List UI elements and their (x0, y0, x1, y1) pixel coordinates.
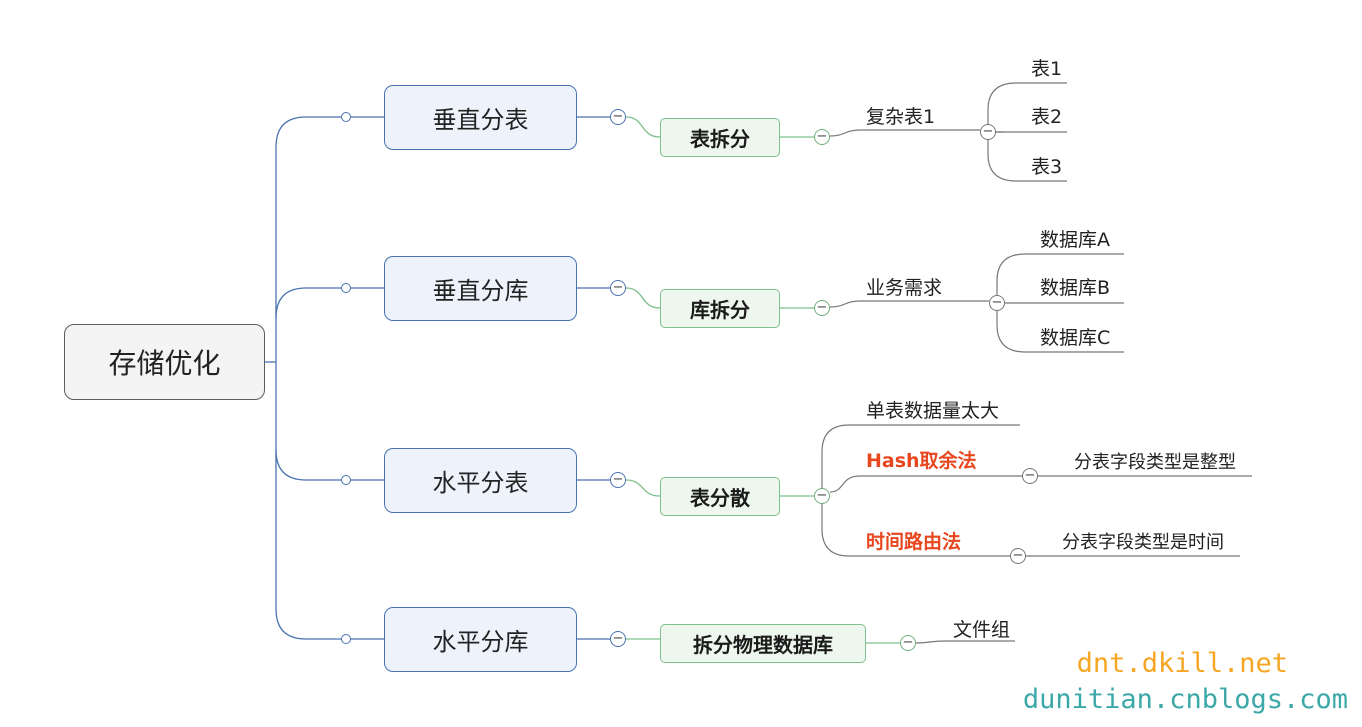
branch-label: 垂直分库 (432, 277, 529, 305)
watermark-line-2: dunitian.cnblogs.com (1022, 684, 1348, 715)
method-label: 库拆分 (690, 298, 750, 322)
method-label: 拆分物理数据库 (693, 633, 833, 657)
collapse-minus-icon[interactable]: − (814, 488, 830, 504)
method-node-table-split[interactable]: 表拆分 (660, 118, 780, 157)
branch-label: 水平分表 (432, 469, 529, 497)
junction-dot-icon (341, 475, 351, 485)
approach-hash-label[interactable]: Hash取余法 (866, 450, 977, 472)
leaf-table-1[interactable]: 表1 (1031, 58, 1063, 80)
collapse-minus-icon[interactable]: − (610, 280, 626, 296)
method-node-db-split[interactable]: 库拆分 (660, 289, 780, 328)
reason-label[interactable]: 单表数据量太大 (866, 400, 1000, 422)
leaf-table-2[interactable]: 表2 (1031, 106, 1063, 128)
method-label: 表拆分 (690, 127, 750, 151)
branch-label: 水平分库 (432, 628, 529, 656)
collapse-minus-icon[interactable]: − (814, 300, 830, 316)
branch-label: 垂直分表 (432, 106, 529, 134)
connector-root-branch-2 (275, 287, 346, 319)
watermark-line-1: dnt.dkill.net (1076, 648, 1288, 679)
method-node-physical-db-split[interactable]: 拆分物理数据库 (660, 624, 866, 663)
branch-horizontal-table-split[interactable]: 水平分表 (384, 448, 577, 513)
root-node[interactable]: 存储优化 (64, 324, 265, 400)
collapse-minus-icon[interactable]: − (989, 295, 1005, 311)
branch-horizontal-db-split[interactable]: 水平分库 (384, 607, 577, 672)
junction-dot-icon (341, 634, 351, 644)
connector-root-vertical-branches (275, 116, 346, 640)
note-time-field[interactable]: 分表字段类型是时间 (1062, 532, 1224, 553)
collapse-minus-icon[interactable]: − (1022, 468, 1038, 484)
branch-vertical-table-split[interactable]: 垂直分表 (384, 85, 577, 150)
leaf-table-3[interactable]: 表3 (1031, 156, 1063, 178)
collapse-minus-icon[interactable]: − (610, 472, 626, 488)
branch-vertical-db-split[interactable]: 垂直分库 (384, 256, 577, 321)
note-integer-field[interactable]: 分表字段类型是整型 (1074, 452, 1236, 473)
collapse-minus-icon[interactable]: − (900, 635, 916, 651)
root-label: 存储优化 (108, 347, 221, 380)
detail-label[interactable]: 文件组 (953, 619, 1011, 641)
leaf-database-a[interactable]: 数据库A (1040, 229, 1110, 251)
junction-dot-icon (341, 283, 351, 293)
collapse-minus-icon[interactable]: − (610, 109, 626, 125)
leaf-database-b[interactable]: 数据库B (1040, 277, 1111, 299)
collapse-minus-icon[interactable]: − (814, 129, 830, 145)
detail-label[interactable]: 业务需求 (866, 277, 943, 299)
approach-time-route-label[interactable]: 时间路由法 (866, 531, 962, 553)
detail-label[interactable]: 复杂表1 (866, 106, 936, 128)
collapse-minus-icon[interactable]: − (980, 124, 996, 140)
junction-dot-icon (341, 112, 351, 122)
method-node-table-scatter[interactable]: 表分散 (660, 477, 780, 516)
leaf-database-c[interactable]: 数据库C (1040, 327, 1111, 349)
collapse-minus-icon[interactable]: − (610, 631, 626, 647)
method-label: 表分散 (690, 486, 750, 510)
collapse-minus-icon[interactable]: − (1010, 548, 1026, 564)
connector-root-branch-3 (275, 449, 346, 481)
